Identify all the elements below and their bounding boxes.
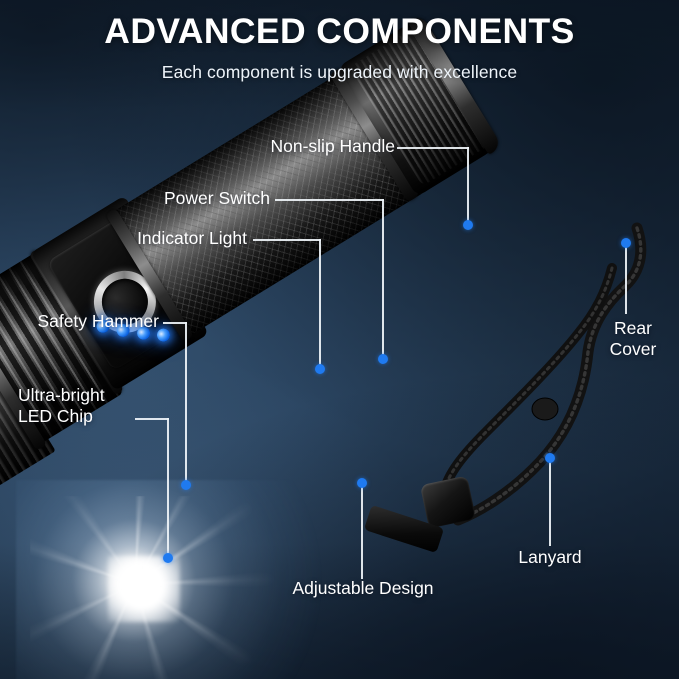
callout-label-power-switch: Power Switch [163, 188, 270, 208]
leader-safety-hammer-h [163, 322, 187, 324]
dot-power-switch [378, 354, 388, 364]
leader-power-switch-v [382, 199, 384, 359]
dot-lanyard [545, 453, 555, 463]
leader-non-slip-handle-h [397, 147, 469, 149]
callout-label-non-slip-handle: Non-slip Handle [270, 136, 395, 156]
callout-label-adjustable-design: Adjustable Design [292, 578, 434, 598]
page-title: ADVANCED COMPONENTS [104, 11, 575, 51]
page-subtitle: Each component is upgraded with excellen… [161, 61, 518, 82]
dot-indicator-light [315, 364, 325, 374]
leader-lanyard-v [549, 458, 551, 546]
callout-label-lanyard: Lanyard [518, 547, 582, 567]
header: ADVANCED COMPONENTS Each component is up… [0, 11, 679, 83]
callout-label-indicator-light: Indicator Light [137, 228, 247, 248]
leader-led-chip-h [135, 418, 169, 420]
leader-led-chip-v [167, 418, 169, 558]
callout-label-rear-cover: Rear Cover [609, 318, 657, 359]
leader-adjustable-design-v [361, 483, 363, 579]
dot-led-chip [163, 553, 173, 563]
dot-adjustable-design [357, 478, 367, 488]
dot-rear-cover [621, 238, 631, 248]
callout-label-safety-hammer: Safety Hammer [37, 311, 159, 331]
dot-non-slip-handle [463, 220, 473, 230]
leader-indicator-light-h [253, 239, 321, 241]
leader-safety-hammer-v [185, 322, 187, 485]
leader-indicator-light-v [319, 239, 321, 369]
callout-label-ultra-bright-led-chip: Ultra-bright LED Chip [18, 385, 105, 426]
leader-power-switch-h [275, 199, 384, 201]
dot-safety-hammer [181, 480, 191, 490]
leader-rear-cover-v [625, 242, 627, 314]
leader-non-slip-handle-v [467, 147, 469, 225]
